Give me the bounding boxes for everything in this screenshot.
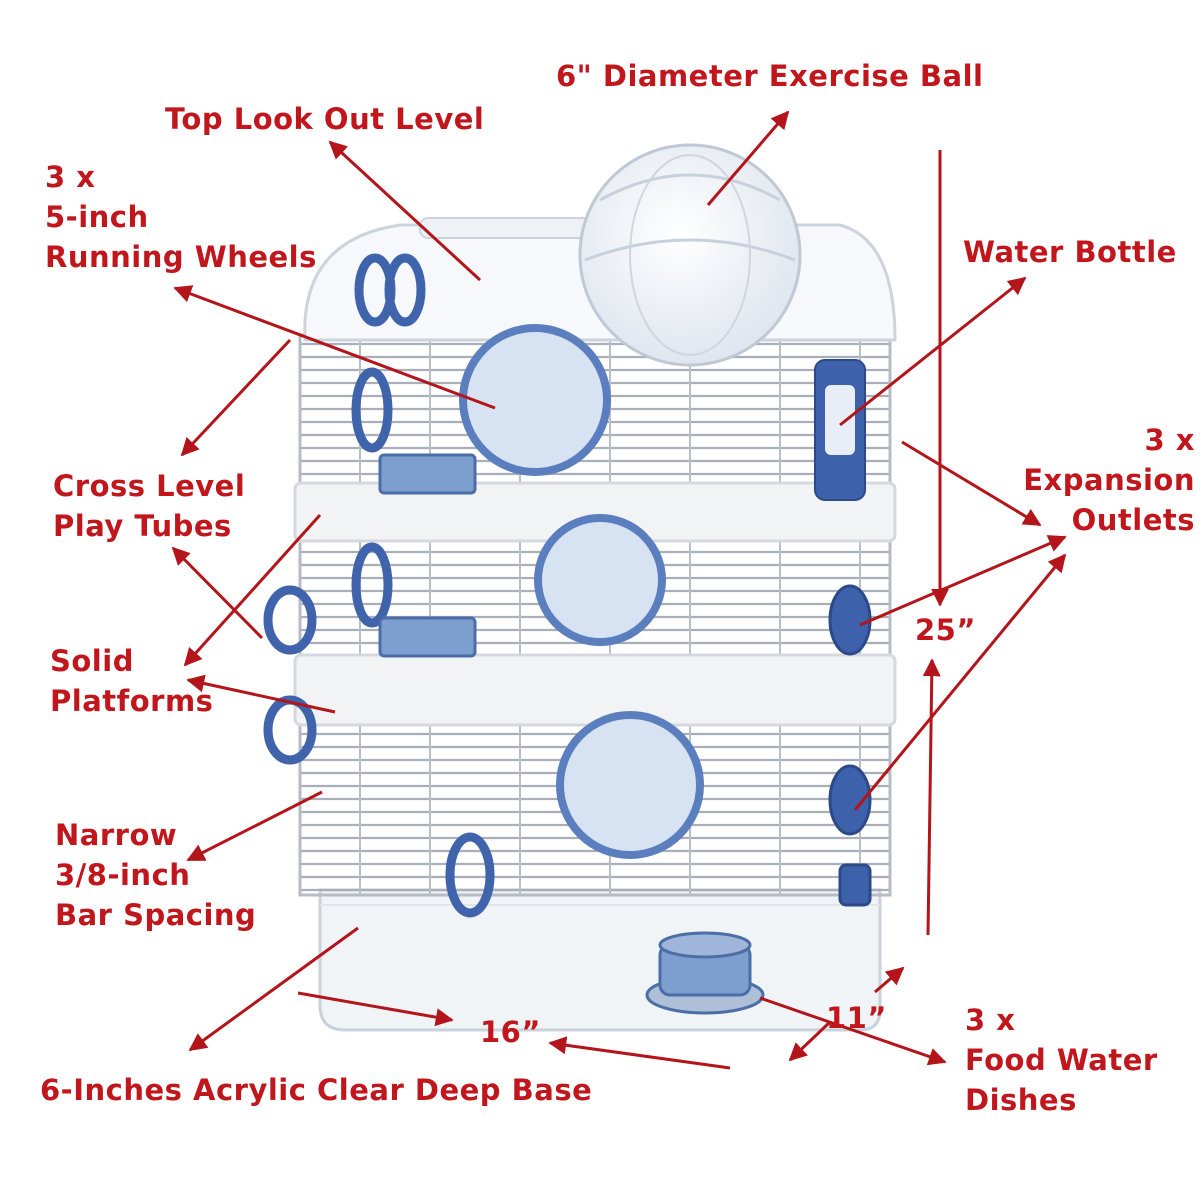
label-bar-spacing-line-2: 3/8-inch: [55, 858, 191, 892]
food-dishes: [378, 453, 765, 1015]
arrow-water-bottle: [839, 276, 1027, 427]
label-solid-platforms-line-1: Solid: [50, 644, 134, 678]
label-running-wheels: 3 x 5-inch Running Wheels: [45, 157, 317, 277]
arrow-depth-bottom: [788, 1020, 832, 1062]
solid-platforms: [293, 481, 897, 727]
label-dishes-line-2: Food Water: [965, 1043, 1158, 1077]
label-bar-spacing-line-1: Narrow: [55, 818, 178, 852]
play-tubes: [263, 253, 495, 918]
label-acrylic-base: 6-Inches Acrylic Clear Deep Base: [40, 1073, 593, 1107]
arrow-width-left: [297, 991, 454, 1027]
label-width: 16”: [480, 1015, 541, 1049]
arrow-top-level: [328, 140, 482, 282]
arrow-height-bottom: [922, 658, 941, 936]
water-bottle: [814, 359, 866, 501]
label-play-tubes: Cross Level Play Tubes: [53, 466, 245, 546]
label-running-wheels-line-2: 5-inch: [45, 200, 149, 234]
arrow-wheels: [173, 285, 496, 410]
annotation-arrows: [171, 110, 1067, 1070]
expansion-outlets: [828, 584, 872, 907]
label-bar-spacing-line-3: Bar Spacing: [55, 898, 257, 932]
arrow-platform-1: [183, 513, 322, 667]
label-solid-platforms-line-2: Platforms: [50, 684, 214, 718]
arrow-width-right: [548, 1036, 731, 1070]
label-dishes-line-3: Dishes: [965, 1083, 1077, 1117]
arrow-expansion-1: [901, 440, 1042, 527]
label-exercise-ball: 6" Diameter Exercise Ball: [556, 59, 984, 93]
arrow-expansion-3: [853, 553, 1067, 811]
label-dishes-line-1: 3 x: [965, 1003, 1016, 1037]
label-running-wheels-line-1: 3 x: [45, 160, 96, 194]
arrow-platform-2: [186, 674, 336, 714]
label-play-tubes-line-2: Play Tubes: [53, 509, 232, 543]
label-bar-spacing: Narrow 3/8-inch Bar Spacing: [55, 815, 256, 935]
arrow-base: [188, 926, 359, 1052]
label-water-bottle: Water Bottle: [963, 235, 1177, 269]
label-expansion-outlets: 3 x Expansion Outlets: [1023, 420, 1195, 540]
label-top-level: Top Look Out Level: [165, 102, 485, 136]
label-expansion-line-3: Outlets: [1071, 503, 1195, 537]
label-expansion-line-1: 3 x: [1144, 423, 1195, 457]
exercise-ball: [578, 143, 802, 367]
label-solid-platforms: Solid Platforms: [50, 641, 213, 721]
arrow-dishes: [759, 996, 947, 1066]
label-depth: 11”: [826, 1001, 887, 1035]
label-running-wheels-line-3: Running Wheels: [45, 240, 317, 274]
arrow-bars: [186, 790, 323, 862]
arrow-tubes-up: [180, 338, 292, 457]
label-expansion-line-2: Expansion: [1023, 463, 1195, 497]
arrow-depth-top: [874, 966, 905, 994]
arrow-tubes-down: [171, 546, 264, 640]
label-play-tubes-line-1: Cross Level: [53, 469, 246, 503]
label-food-water-dishes: 3 x Food Water Dishes: [965, 1000, 1158, 1120]
label-height: 25”: [915, 613, 976, 647]
running-wheels: [459, 324, 704, 859]
arrow-expansion-2: [859, 535, 1067, 627]
arrow-exercise-ball: [706, 110, 790, 206]
